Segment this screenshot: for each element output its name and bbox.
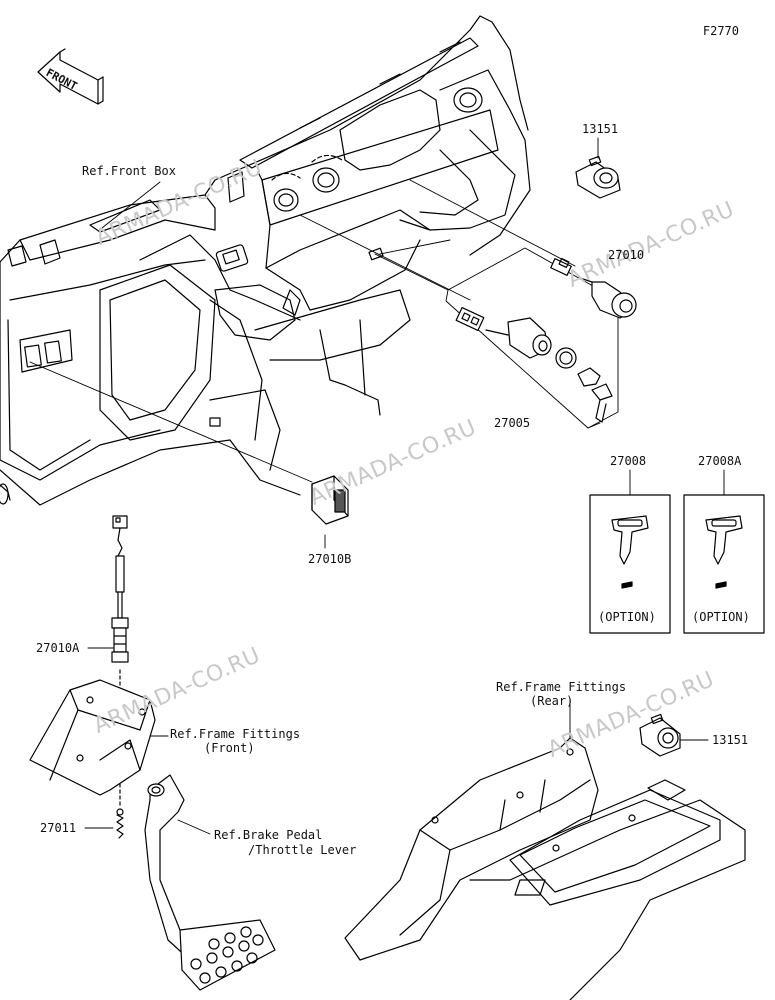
label-ref-frame-rear: Ref.Frame Fittings [496,680,627,694]
brake-switch-27010a [111,515,129,663]
label-option-1: (OPTION) [598,610,656,624]
label-13151-bottom: 13151 [712,733,749,747]
label-27011: 27011 [40,821,77,835]
label-option-2: (OPTION) [692,610,750,624]
bracket-27005-27010 [445,247,619,429]
rocker-switch-27010b [311,475,349,525]
leader-lines [29,137,725,835]
label-13151-top: 13151 [582,122,619,136]
option-key-box-27008a [683,494,765,634]
label-27010b: 27010B [308,552,352,566]
frame-fitting-front [29,679,156,796]
label-27008: 27008 [610,454,647,468]
brake-pedal [144,774,276,991]
socket-27010 [550,257,637,319]
label-27010: 27010 [608,248,645,262]
label-ref-front-box: Ref.Front Box [82,164,176,178]
option-key-box-27008 [589,494,671,634]
frame-fitting-rear [344,737,746,1000]
ignition-switch-27005 [455,306,613,423]
label-ref-brake-pedal: Ref.Brake Pedal [214,828,323,842]
label-27010a: 27010A [36,641,80,655]
figure-id: F2770 [702,24,739,38]
label-ref-frame-front-sub: (Front) [204,741,255,755]
label-ref-brake-pedal-sub: /Throttle Lever [248,843,357,857]
front-arrow-icon [37,48,104,105]
label-ref-frame-rear-sub: (Rear) [530,694,574,708]
power-socket-13151-top [575,155,621,199]
power-socket-13151-bottom [639,713,681,757]
label-27008a: 27008A [698,454,742,468]
label-27005: 27005 [494,416,531,430]
dashboard-panel [0,15,531,506]
label-ref-frame-front: Ref.Frame Fittings [170,727,301,741]
